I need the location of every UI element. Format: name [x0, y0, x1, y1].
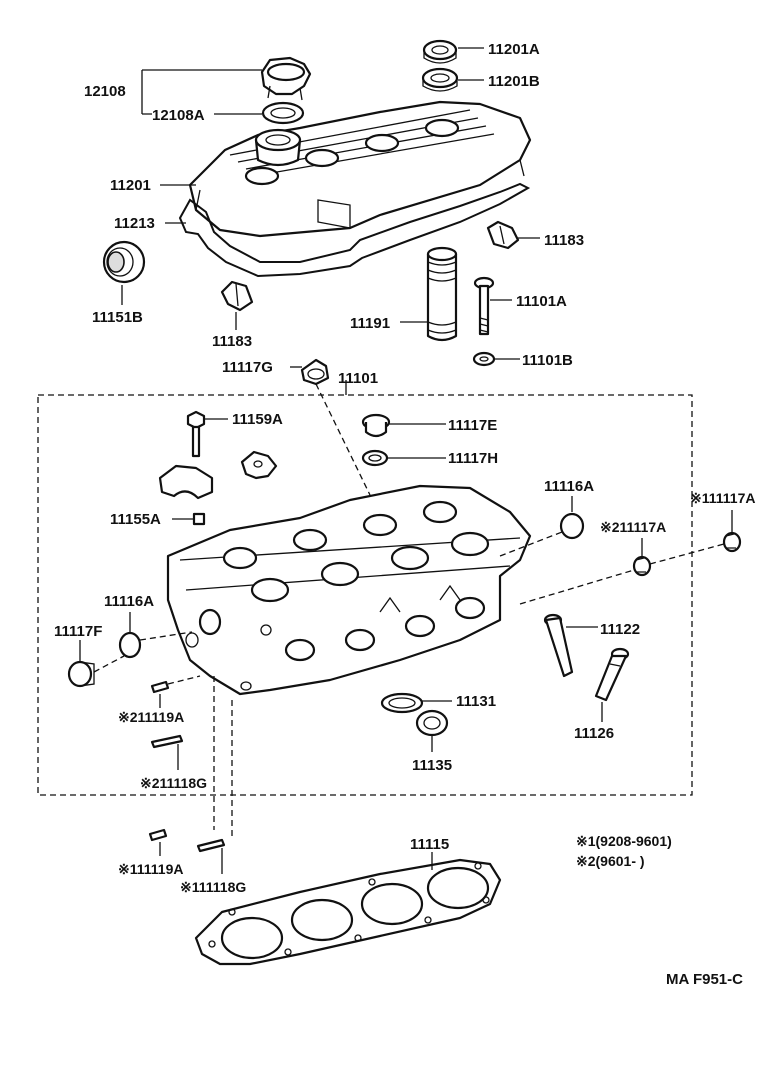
label-2-11117A: ※211117A — [600, 519, 666, 535]
label-1-11118G: ※111118G — [180, 879, 246, 895]
cover-gasket-11213[interactable] — [178, 182, 531, 278]
valve-guide-11122[interactable] — [543, 613, 574, 678]
label-11131: 11131 — [456, 693, 496, 710]
pin-11118G-1[interactable] — [196, 838, 226, 853]
cap-gasket-12108A[interactable] — [261, 101, 305, 125]
oil-seal-11151B[interactable] — [102, 240, 146, 284]
bolt-11159A[interactable] — [186, 410, 206, 458]
diagram-code: MA F951-C — [666, 971, 743, 988]
ring-11131[interactable] — [380, 692, 424, 714]
label-11116A-left: 11116A — [104, 593, 154, 610]
plug-11117G[interactable] — [300, 358, 330, 386]
cylinder-head-cover-11201[interactable] — [188, 100, 532, 238]
plug-11183-left[interactable] — [220, 280, 254, 312]
label-11101B: 11101B — [522, 352, 573, 369]
label-11126: 11126 — [574, 725, 614, 742]
label-11117F: 11117F — [54, 623, 102, 640]
label-2-11119A: ※211119A — [118, 709, 184, 725]
label-11183-left: 11183 — [212, 333, 252, 350]
cylinder-head-11101[interactable] — [166, 484, 532, 696]
seal-11135[interactable] — [415, 709, 449, 737]
washer-11101B[interactable] — [472, 351, 496, 367]
plug-11183-right[interactable] — [486, 220, 520, 250]
pin-11119A-1[interactable] — [148, 828, 168, 842]
note-serial-2: ※2(9601- ) — [576, 853, 645, 869]
label-11101: 11101 — [338, 370, 378, 387]
label-1-11117A: ※111117A — [690, 490, 755, 506]
grommet-11201A[interactable] — [422, 39, 458, 64]
label-11117H: 11117H — [448, 450, 498, 467]
head-gasket-11115[interactable] — [194, 858, 502, 966]
bearing-cap-right[interactable] — [240, 450, 278, 480]
plug-11117F[interactable] — [67, 660, 95, 688]
label-11183-right: 11183 — [544, 232, 584, 249]
valve-guide-11126[interactable] — [594, 647, 630, 702]
label-11201B: 11201B — [488, 73, 540, 90]
plug-11117A-1[interactable] — [722, 531, 742, 553]
label-12108: 12108 — [84, 83, 126, 100]
label-11155A: 11155A — [110, 511, 161, 528]
plug-11117E[interactable] — [361, 413, 391, 438]
pin-11119A-2[interactable] — [150, 680, 170, 694]
label-11201: 11201 — [110, 177, 151, 194]
bearing-cap-left[interactable] — [158, 464, 214, 500]
label-11117G: 11117G — [222, 359, 273, 376]
label-2-11118G: ※211118G — [140, 775, 207, 791]
pin-11155A[interactable] — [192, 512, 206, 526]
label-11213: 11213 — [114, 215, 155, 232]
cup-plug-11116A-left[interactable] — [118, 631, 142, 659]
oil-filler-cap-12108[interactable] — [260, 56, 312, 101]
label-11101A: 11101A — [516, 293, 567, 310]
label-11117E: 11117E — [448, 417, 497, 434]
cup-plug-11116A-right[interactable] — [559, 512, 585, 540]
label-11151B: 11151B — [92, 309, 143, 326]
label-11116A-right: 11116A — [544, 478, 594, 495]
label-11201A: 11201A — [488, 41, 540, 58]
label-11191: 11191 — [350, 315, 390, 332]
spark-plug-tube-11191[interactable] — [426, 246, 458, 342]
bracket-12108 — [141, 69, 262, 115]
note-serial-1: ※1(9208-9601) — [576, 833, 672, 849]
plug-11117A-2[interactable] — [632, 555, 652, 577]
label-11122: 11122 — [600, 621, 640, 638]
label-11135: 11135 — [412, 757, 452, 774]
label-11159A: 11159A — [232, 411, 283, 428]
label-11115: 11115 — [410, 836, 449, 853]
cylinder-head-assy-boundary — [37, 394, 693, 796]
label-1-11119A: ※111119A — [118, 861, 183, 877]
grommet-11201B[interactable] — [421, 67, 459, 92]
stud-bolt-11101A[interactable] — [473, 276, 495, 336]
label-12108A: 12108A — [152, 107, 205, 124]
seal-11117H[interactable] — [361, 449, 389, 467]
pin-11118G-2[interactable] — [150, 734, 184, 749]
